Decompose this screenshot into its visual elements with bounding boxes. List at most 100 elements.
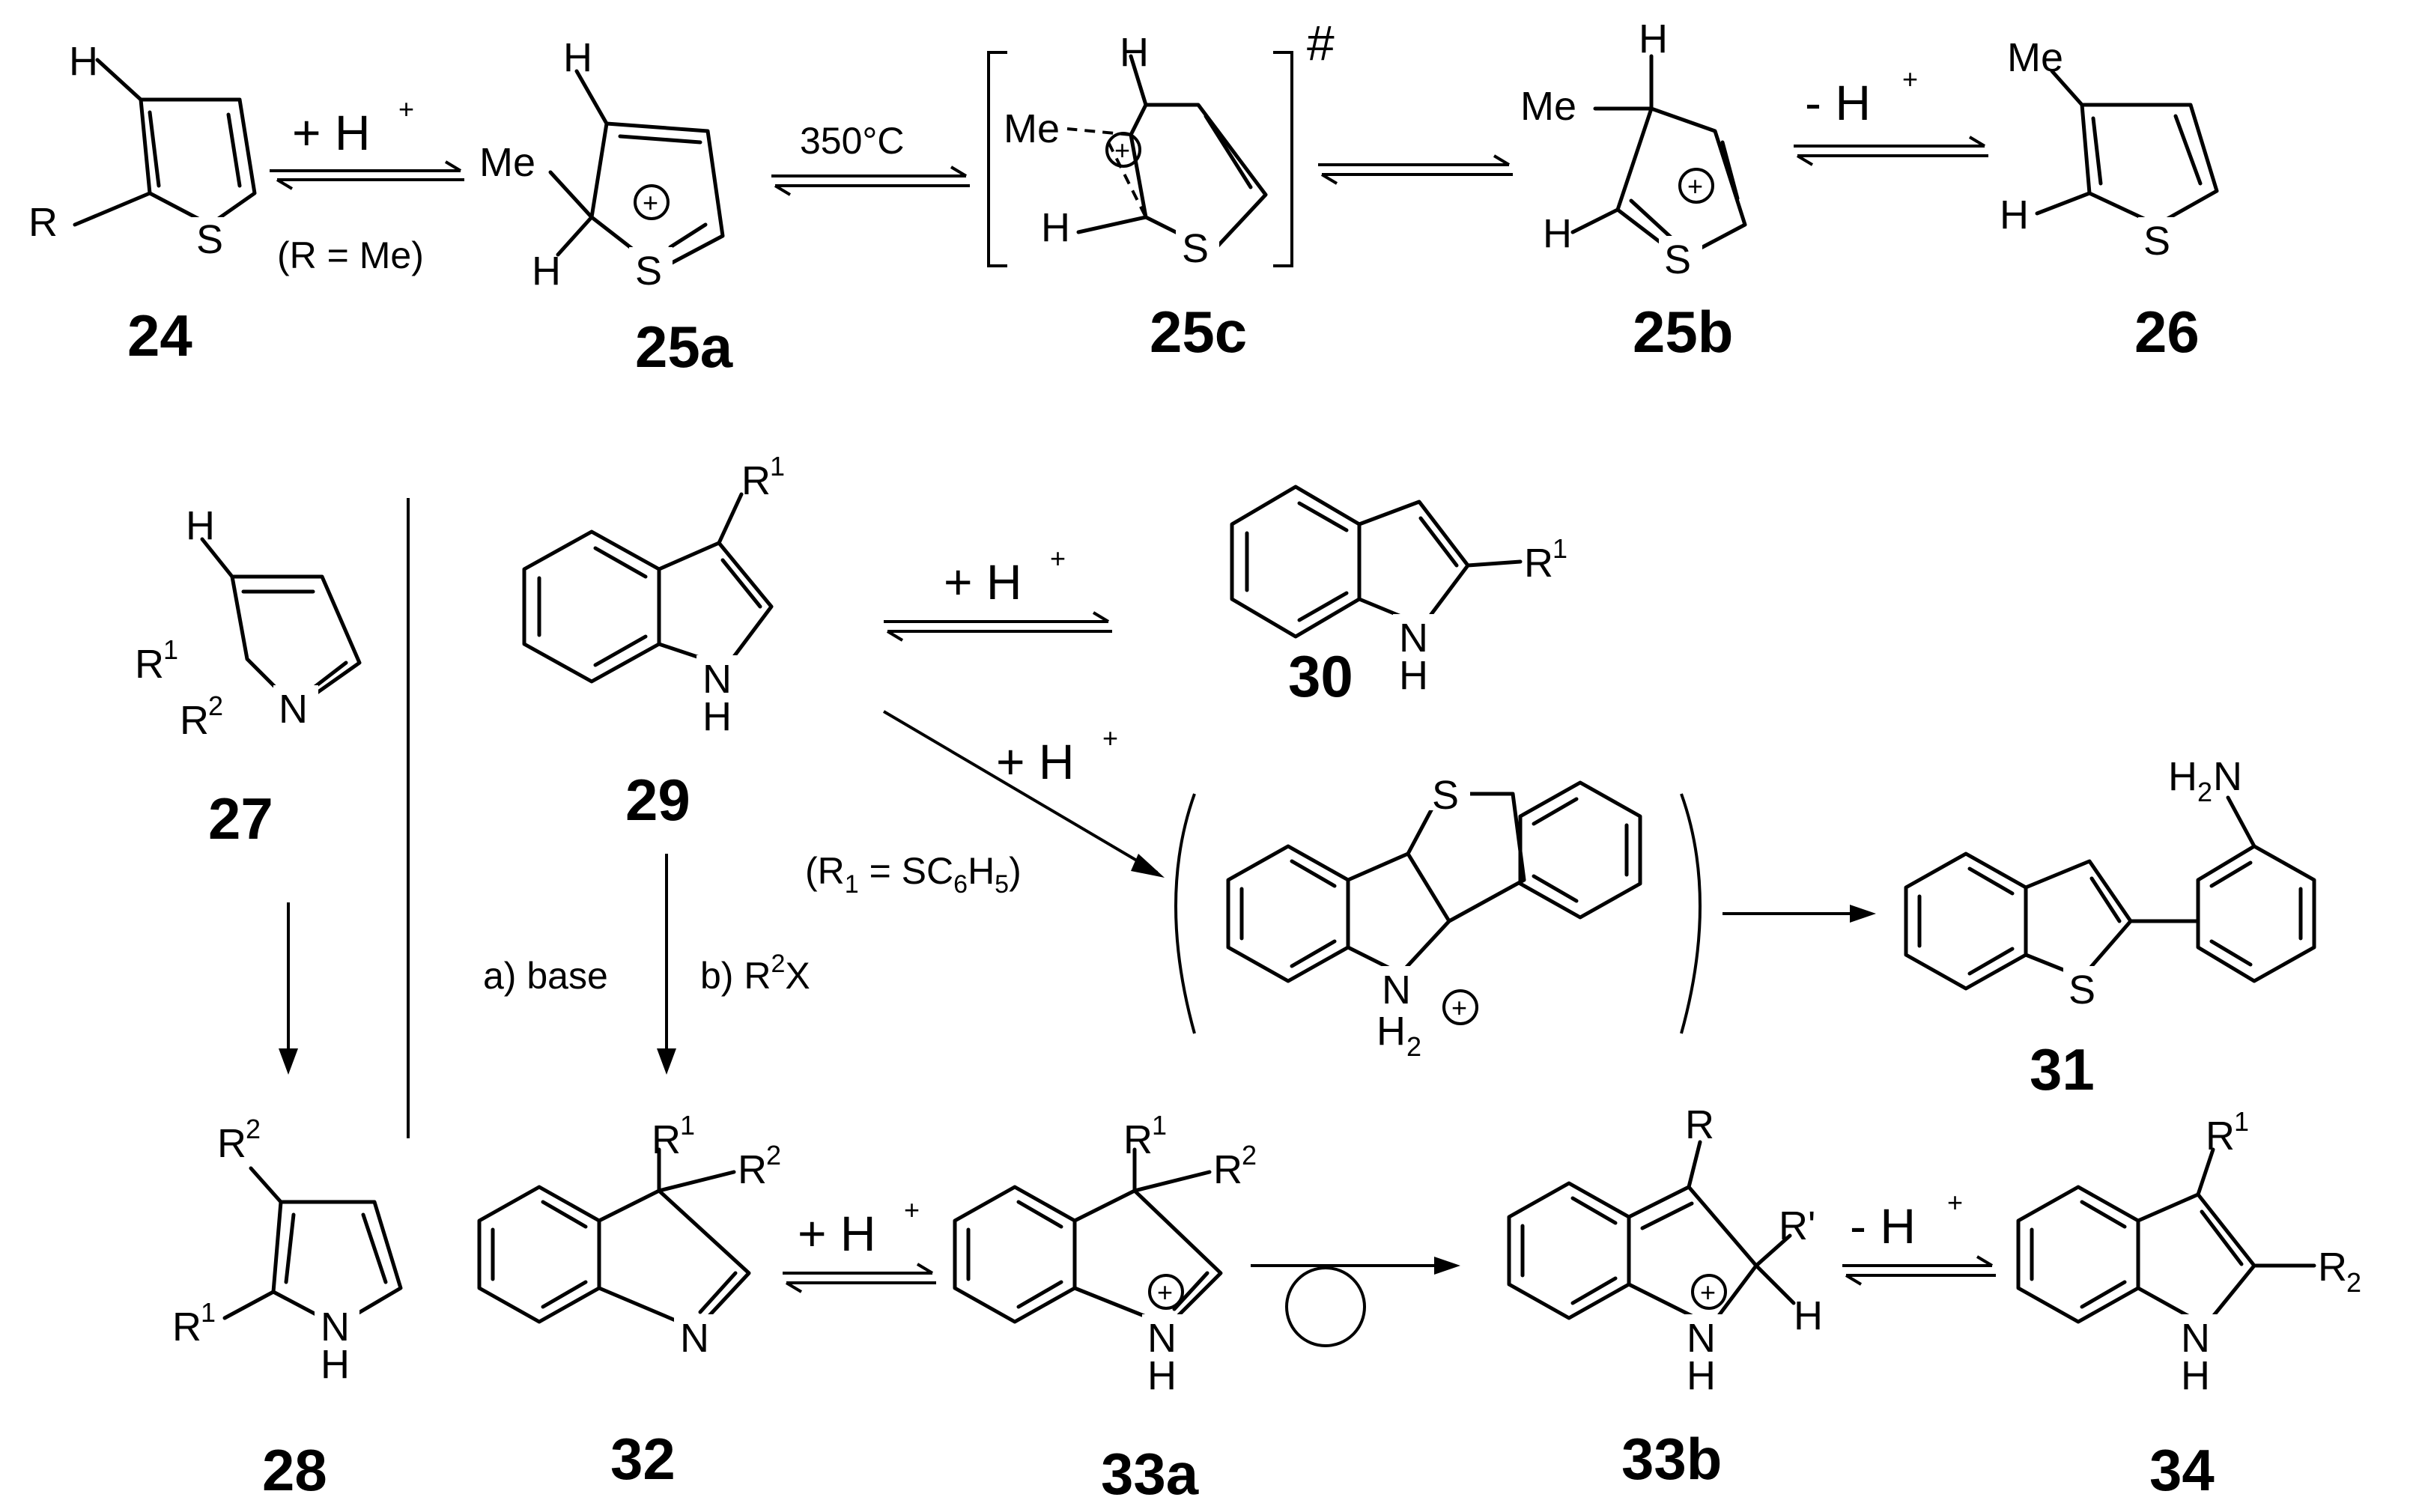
cond-R2X: b) R2X bbox=[700, 950, 810, 997]
svg-text:H: H bbox=[1794, 1293, 1823, 1338]
svg-text:1: 1 bbox=[680, 1110, 695, 1141]
equilibrium-arrow-25b-26: - H + bbox=[1794, 64, 1988, 166]
svg-text:H: H bbox=[563, 35, 592, 80]
atom-H: H bbox=[69, 39, 98, 84]
svg-text:+: + bbox=[1114, 135, 1130, 166]
svg-text:+: + bbox=[1947, 1187, 1963, 1218]
svg-text:+ H: + H bbox=[996, 734, 1075, 789]
svg-text:+: + bbox=[643, 187, 658, 218]
svg-text:H: H bbox=[1543, 211, 1572, 256]
label-33a: 33a bbox=[1101, 1441, 1199, 1507]
svg-text:R: R bbox=[2206, 1114, 2235, 1159]
svg-text:1: 1 bbox=[1552, 533, 1567, 564]
atom-S: S bbox=[196, 217, 223, 262]
svg-text:+: + bbox=[1902, 64, 1918, 94]
label-25a: 25a bbox=[635, 314, 733, 380]
transition-state-mark: # bbox=[1307, 15, 1335, 70]
equilibrium-arrow-32-33a: + H + bbox=[783, 1194, 936, 1293]
label-25c: 25c bbox=[1150, 299, 1247, 365]
label-32: 32 bbox=[610, 1426, 676, 1492]
label-24: 24 bbox=[127, 303, 192, 368]
svg-text:H: H bbox=[186, 503, 215, 548]
compound-33b: N H + R R' H 33b bbox=[1507, 1102, 1823, 1492]
label-31: 31 bbox=[2030, 1036, 2095, 1102]
svg-text:R: R bbox=[1524, 541, 1553, 586]
svg-text:1: 1 bbox=[770, 451, 785, 482]
svg-text:Me: Me bbox=[1520, 84, 1576, 129]
svg-text:R: R bbox=[738, 1147, 767, 1192]
cond-base: a) base bbox=[483, 955, 608, 997]
arrow-intermediate-31 bbox=[1723, 905, 1876, 923]
compound-28: N H R 2 R 1 28 bbox=[172, 1114, 403, 1503]
svg-text:N: N bbox=[279, 687, 308, 732]
svg-text:N: N bbox=[702, 657, 732, 702]
svg-text:R: R bbox=[135, 642, 164, 687]
svg-text:+: + bbox=[1687, 171, 1703, 201]
svg-text:R: R bbox=[2318, 1245, 2347, 1290]
svg-text:N: N bbox=[2213, 754, 2242, 799]
svg-text:R: R bbox=[217, 1121, 246, 1166]
compound-25c: S + H Me H # 25c bbox=[987, 15, 1335, 365]
svg-text:H: H bbox=[2168, 754, 2197, 799]
svg-text:R: R bbox=[1123, 1117, 1153, 1162]
svg-text:N: N bbox=[1687, 1316, 1716, 1361]
svg-text:1: 1 bbox=[201, 1297, 216, 1328]
svg-text:S: S bbox=[2068, 968, 2095, 1012]
compound-25a: S + H Me H 25a bbox=[479, 35, 733, 380]
svg-text:1: 1 bbox=[1152, 1110, 1167, 1141]
svg-text:R': R' bbox=[1779, 1203, 1815, 1248]
cond-plus-H: + H bbox=[292, 105, 371, 160]
svg-text:S: S bbox=[1182, 226, 1209, 271]
svg-text:Me: Me bbox=[479, 140, 535, 185]
svg-text:R: R bbox=[1685, 1102, 1714, 1147]
equilibrium-arrow-25a-25c: 350°C bbox=[771, 120, 970, 196]
svg-text:S: S bbox=[635, 249, 662, 294]
svg-text:R: R bbox=[1213, 1147, 1242, 1192]
compound-29: N H R 1 29 bbox=[522, 451, 785, 833]
compound-intermediate: S N H 2 + bbox=[1174, 771, 1702, 1062]
label-29: 29 bbox=[625, 767, 690, 833]
svg-text:2: 2 bbox=[1242, 1140, 1257, 1171]
svg-text:N: N bbox=[1147, 1316, 1177, 1361]
svg-text:N: N bbox=[321, 1305, 350, 1349]
svg-text:2: 2 bbox=[246, 1114, 261, 1144]
svg-text:H: H bbox=[1687, 1353, 1716, 1398]
svg-text:+ H: + H bbox=[798, 1206, 876, 1261]
svg-text:N: N bbox=[1382, 968, 1411, 1012]
compound-34: N H R 1 R 2 34 bbox=[2016, 1106, 2361, 1503]
svg-text:S: S bbox=[1432, 773, 1459, 818]
cond-temperature: 350°C bbox=[800, 120, 905, 162]
svg-text:Me: Me bbox=[1004, 106, 1060, 151]
equilibrium-arrow-25c-25b bbox=[1318, 154, 1513, 185]
equilibrium-arrow-29-30: + H + bbox=[884, 543, 1112, 642]
compound-32: N R 1 R 2 32 bbox=[477, 1110, 781, 1492]
arrow-33a-33b bbox=[1251, 1257, 1460, 1347]
arrow-29-intermediate: + H + (R1 = SC6H5) bbox=[805, 710, 1165, 899]
compound-26: S Me H 26 bbox=[2000, 35, 2219, 365]
label-25b: 25b bbox=[1633, 299, 1733, 365]
svg-text:H: H bbox=[1147, 1353, 1177, 1398]
svg-text:H: H bbox=[2181, 1353, 2210, 1398]
svg-text:H: H bbox=[1399, 653, 1428, 698]
svg-text:N: N bbox=[680, 1316, 709, 1361]
svg-text:+: + bbox=[1700, 1277, 1716, 1308]
cond-minus-H: - H bbox=[1805, 75, 1871, 130]
svg-text:H: H bbox=[1120, 30, 1149, 75]
compound-27: N H R 1 R 2 27 bbox=[135, 503, 362, 851]
label-26: 26 bbox=[2134, 299, 2200, 365]
svg-text:+: + bbox=[904, 1194, 920, 1225]
rearrangement-circle bbox=[1285, 1266, 1366, 1347]
svg-text:R: R bbox=[741, 458, 771, 503]
cond-R-Me: (R = Me) bbox=[277, 234, 424, 276]
svg-text:R: R bbox=[652, 1117, 681, 1162]
label-30: 30 bbox=[1288, 643, 1353, 709]
svg-text:H: H bbox=[321, 1342, 350, 1387]
compound-33a: N H + R 1 R 2 33a bbox=[953, 1110, 1257, 1507]
svg-text:S: S bbox=[1664, 237, 1691, 282]
label-27: 27 bbox=[208, 786, 273, 851]
equilibrium-arrow-33b-34: - H + bbox=[1842, 1187, 1996, 1286]
svg-text:2: 2 bbox=[208, 690, 223, 721]
compound-24: S H R 24 bbox=[28, 39, 257, 368]
svg-text:N: N bbox=[2181, 1316, 2210, 1361]
